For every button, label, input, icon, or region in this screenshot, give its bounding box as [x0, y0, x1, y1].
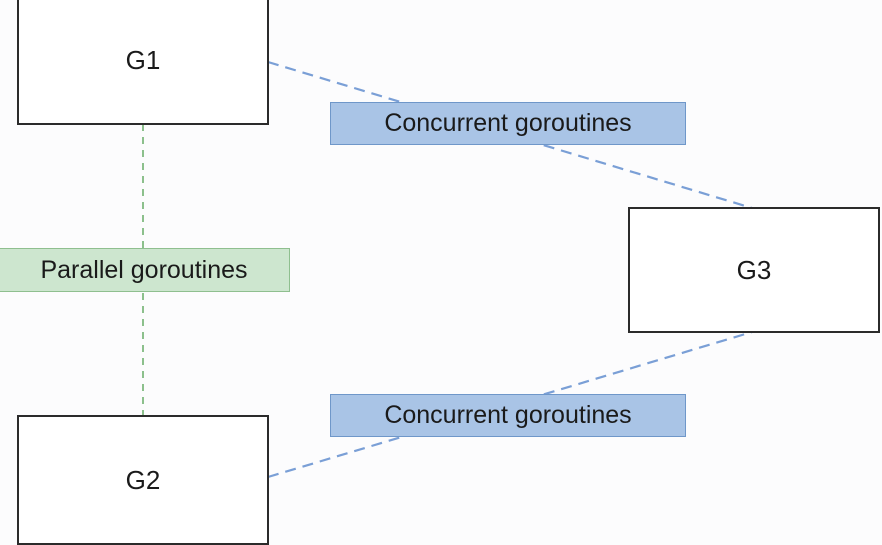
node-g2: G2 — [17, 415, 269, 545]
node-g1-label: G1 — [125, 45, 161, 75]
parallel-label: Parallel goroutines — [0, 248, 290, 292]
concurrent-label-bottom: Concurrent goroutines — [330, 394, 686, 437]
parallel-label-text: Parallel goroutines — [40, 255, 248, 284]
concurrent-label-bottom-text: Concurrent goroutines — [384, 401, 632, 429]
node-g1: G1 — [17, 0, 269, 125]
concurrent-label-top: Concurrent goroutines — [330, 102, 686, 145]
node-g3-label: G3 — [736, 254, 772, 285]
concurrent-label-top-text: Concurrent goroutines — [384, 109, 632, 137]
node-g2-label: G2 — [125, 464, 161, 495]
node-g3: G3 — [628, 207, 880, 333]
